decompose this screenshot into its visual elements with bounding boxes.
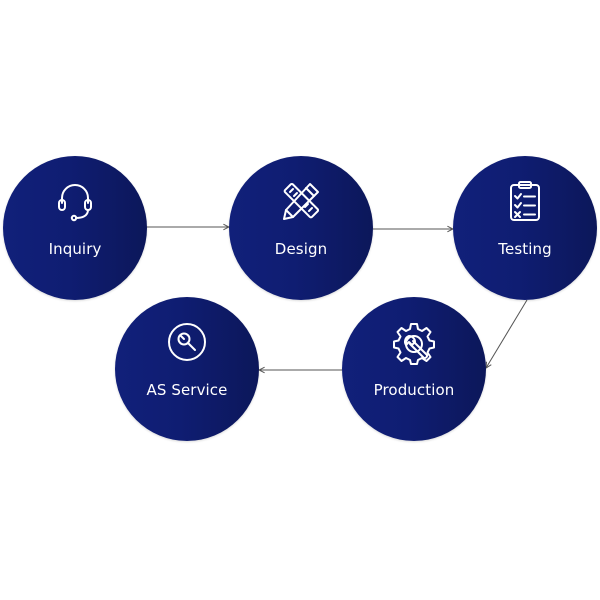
ruler-pencil-icon (278, 178, 324, 224)
gear-wrench-icon (391, 319, 437, 365)
node-inquiry[interactable]: Inquiry (3, 156, 147, 300)
node-production[interactable]: Production (342, 297, 486, 441)
node-label: AS Service (146, 381, 228, 399)
arrow-testing-to-production (486, 299, 528, 368)
node-design[interactable]: Design (229, 156, 373, 300)
clipboard-checklist-icon (502, 178, 548, 224)
node-label: Inquiry (48, 240, 102, 258)
node-label: Design (274, 240, 328, 258)
node-label: Testing (498, 240, 552, 258)
magnifier-tool-icon (164, 319, 210, 365)
node-as-service[interactable]: AS Service (115, 297, 259, 441)
headset-icon (52, 178, 98, 224)
node-label: Production (373, 381, 455, 399)
node-testing[interactable]: Testing (453, 156, 597, 300)
